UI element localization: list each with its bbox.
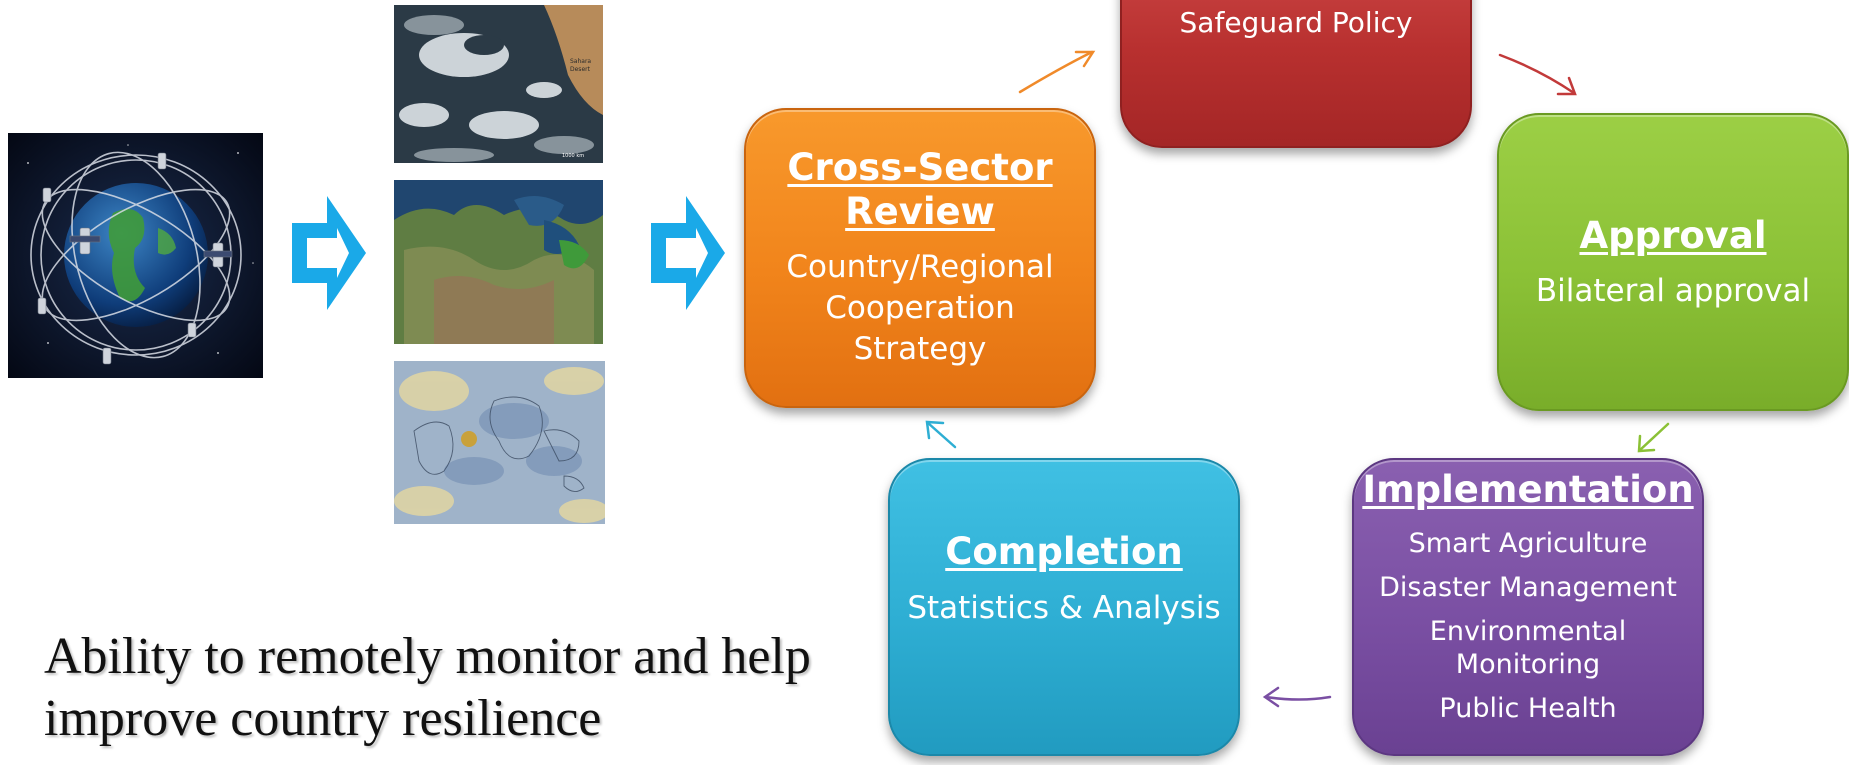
scale-label: 1000 km (562, 153, 584, 159)
cross-sector-title: Cross-Sector Review (787, 146, 1052, 233)
global-anomaly-map-image (394, 361, 605, 524)
cross-sector-title-line-1: Cross-Sector (787, 145, 1053, 189)
arrow-implementation-to-completion-icon (1262, 686, 1332, 708)
desert-label: Desert (570, 66, 591, 73)
sahara-label: Sahara (570, 58, 591, 65)
implementation-line-2: Disaster Management (1379, 572, 1677, 604)
approval-title: Approval (1579, 213, 1767, 257)
caption-line-1: Ability to remotely monitor and help (44, 628, 811, 685)
cross-sector-line-1: Country/Regional (786, 249, 1054, 286)
arrow-approval-to-implementation-icon (1637, 422, 1670, 453)
implementation-box: Implementation Smart Agriculture Disaste… (1352, 458, 1704, 756)
completion-line-1: Statistics & Analysis (907, 589, 1221, 626)
satellite-constellation-image (8, 133, 263, 378)
land-vegetation-image (394, 180, 603, 344)
implementation-line-3: Environmental (1429, 616, 1627, 648)
completion-box: Completion Statistics & Analysis (888, 458, 1240, 756)
caption: Ability to remotely monitor and help imp… (44, 626, 864, 750)
completion-title: Completion (945, 530, 1183, 573)
arrow-cross-to-safeguard-icon (1018, 50, 1096, 94)
implementation-line-4: Monitoring (1455, 648, 1601, 680)
caption-line-2: improve country resilience (44, 690, 602, 747)
safeguard-policy-box: Safeguard Policy (1120, 0, 1472, 148)
flow-arrow-icon (289, 193, 369, 313)
implementation-title: Implementation (1362, 468, 1694, 511)
approval-box: Approval Bilateral approval (1497, 113, 1849, 411)
cross-sector-review-box: Cross-Sector Review Country/Regional Coo… (744, 108, 1096, 408)
arrow-completion-to-cross-icon (925, 420, 957, 449)
flow-arrow-icon (648, 193, 728, 313)
arrow-safeguard-to-approval-icon (1498, 53, 1577, 96)
implementation-line-5: Public Health (1439, 693, 1617, 725)
safeguard-policy-label: Safeguard Policy (1179, 6, 1413, 39)
approval-line-1: Bilateral approval (1535, 273, 1811, 310)
cross-sector-title-line-2: Review (845, 189, 995, 233)
implementation-line-1: Smart Agriculture (1408, 527, 1648, 559)
cross-sector-line-2: Cooperation (825, 290, 1015, 327)
cloud-satellite-image: Sahara Desert 1000 km (394, 5, 603, 163)
cross-sector-line-3: Strategy (853, 331, 987, 368)
